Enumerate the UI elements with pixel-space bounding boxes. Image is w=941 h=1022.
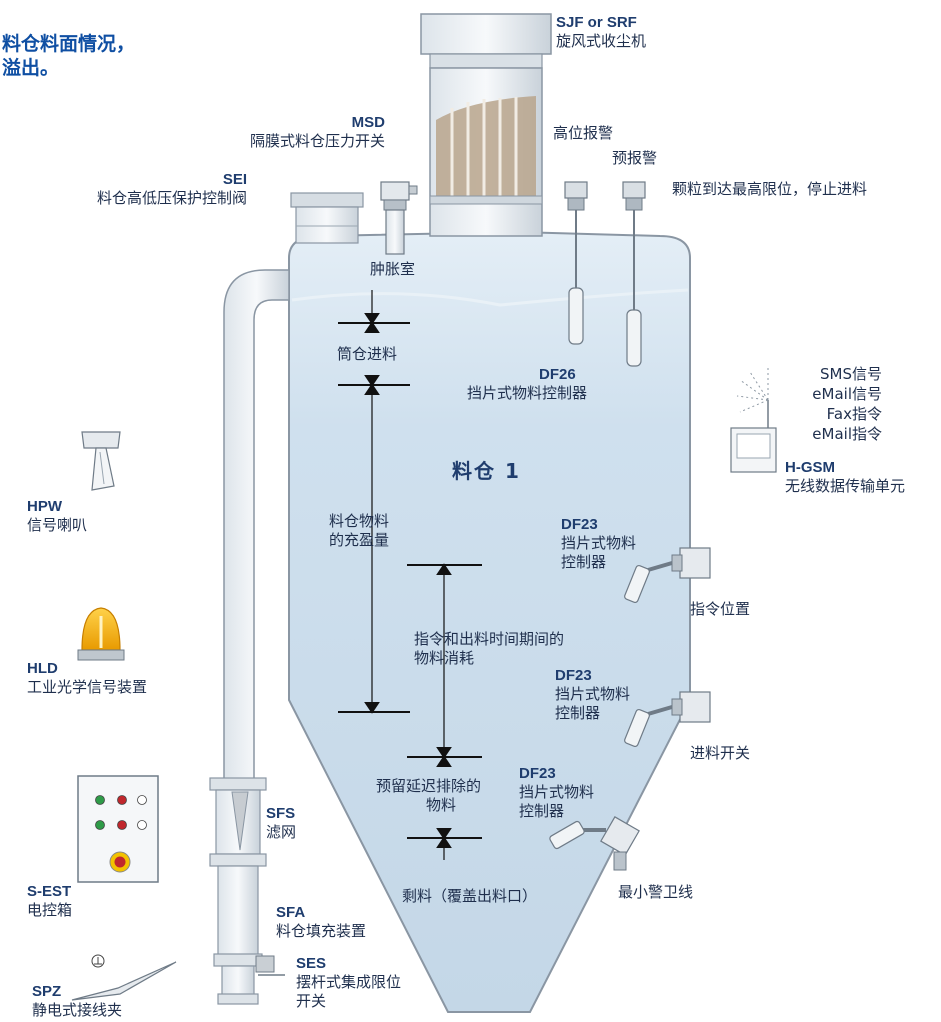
sei-name: 料仓高低压保护控制阀 (97, 189, 248, 207)
sei-valve (290, 192, 364, 244)
signal-email: eMail信号 (812, 385, 882, 403)
material-surface (291, 288, 689, 307)
sei-code: SEI (222, 171, 248, 188)
df23-min-label: DF23 挡片式物料 控制器 (519, 764, 594, 821)
hld-name: 工业光学信号装置 (27, 678, 148, 696)
df23-command-name-1: 挡片式物料 (561, 534, 637, 552)
hgsm-name: 无线数据传输单元 (785, 477, 906, 495)
hld-beacon (77, 607, 125, 661)
reserve-zone-label: 预留延迟排除的 物料 (376, 777, 481, 815)
df23-min-name-2: 控制器 (519, 802, 565, 820)
sest-control-box (77, 775, 159, 883)
page-title: 料仓料面情况， 溢出。 (2, 32, 135, 80)
signal-fax: Fax指令 (826, 405, 882, 423)
consumption-line-2: 物料消耗 (414, 649, 475, 667)
spz-label: SPZ 静电式接线夹 (32, 982, 122, 1020)
msd-switch (380, 181, 418, 255)
high-alarm-label: 高位报警 (553, 124, 614, 142)
sest-label: S-EST 电控箱 (27, 882, 72, 920)
df23-command-code: DF23 (561, 516, 598, 533)
msd-name: 隔膜式料仓压力开关 (250, 132, 386, 150)
ses-name-1: 摆杆式集成限位 (296, 973, 402, 991)
hpw-horn (81, 431, 121, 491)
hpw-name: 信号喇叭 (27, 516, 88, 534)
df26-code: DF26 (539, 366, 576, 383)
msd-label: MSD 隔膜式料仓压力开关 (250, 113, 385, 151)
sfa-label: SFA 料仓填充装置 (276, 903, 366, 941)
cyclone-collector (420, 13, 552, 237)
df23-min-code: DF23 (519, 765, 556, 782)
silo-body (288, 230, 691, 1013)
hpw-label: HPW 信号喇叭 (27, 497, 87, 535)
hgsm-device (730, 368, 777, 473)
sjf-name: 旋风式收尘机 (556, 32, 647, 50)
title-line-2: 溢出。 (2, 57, 60, 79)
hgsm-code: H-GSM (785, 459, 835, 476)
level-markers (338, 290, 482, 860)
df23-feed-name-2: 控制器 (555, 704, 601, 722)
df26-pre-alarm (622, 181, 646, 367)
min-guard-label: 最小警卫线 (618, 883, 694, 901)
df26-high-alarm (564, 181, 588, 345)
ses-code: SES (296, 955, 327, 972)
sest-name: 电控箱 (27, 901, 73, 919)
df23-feed-label: DF23 挡片式物料 控制器 (555, 666, 630, 723)
ses-label: SES 摆杆式集成限位 开关 (296, 954, 401, 1011)
df23-feed-code: DF23 (555, 667, 592, 684)
df23-command-device (624, 547, 711, 604)
consumption-zone-label: 指令和出料时间期间的 物料消耗 (414, 630, 564, 668)
consumption-line-1: 指令和出料时间期间的 (414, 630, 565, 648)
hld-code: HLD (27, 660, 58, 677)
spz-clamp (71, 954, 177, 1001)
sfs-label: SFS 滤网 (266, 804, 296, 842)
spz-code: SPZ (32, 983, 62, 1000)
hgsm-label: H-GSM 无线数据传输单元 (785, 458, 905, 496)
expansion-chamber-label: 肿胀室 (370, 260, 416, 278)
silo-name: 料仓 1 (452, 459, 521, 483)
sfa-name: 料仓填充装置 (276, 922, 367, 940)
df26-label: DF26 挡片式物料控制器 (467, 365, 587, 403)
pre-alarm-note: 颗粒到达最高限位，停止进料 (672, 180, 868, 198)
capacity-line-2: 的充盈量 (329, 531, 390, 549)
df23-command-label: DF23 挡片式物料 控制器 (561, 515, 636, 572)
df26-name: 挡片式物料控制器 (467, 384, 588, 402)
command-position-label: 指令位置 (690, 600, 751, 618)
signal-email-cmd: eMail指令 (812, 425, 882, 443)
spz-name: 静电式接线夹 (32, 1001, 123, 1019)
sjf-code: SJF or SRF (556, 14, 637, 31)
signal-sms: SMS信号 (820, 365, 882, 383)
capacity-line-1: 料仓物料 (329, 512, 390, 530)
residual-zone-label: 剩料（覆盖出料口） (402, 887, 538, 905)
df23-feed-name-1: 挡片式物料 (555, 685, 631, 703)
msd-code: MSD (351, 114, 386, 131)
sfs-code: SFS (266, 805, 296, 822)
fill-zone-label: 筒仓进料 (337, 345, 398, 363)
feed-switch-label: 进料开关 (690, 744, 751, 762)
df23-command-name-2: 控制器 (561, 553, 607, 571)
sfa-ses-unit (213, 865, 285, 1005)
df23-feed-device (624, 691, 711, 748)
sei-label: SEI 料仓高低压保护控制阀 (97, 170, 247, 208)
sfs-filter (209, 777, 267, 867)
sest-code: S-EST (27, 883, 72, 900)
hgsm-signals: SMS信号 eMail信号 Fax指令 eMail指令 (762, 364, 882, 444)
sfa-code: SFA (276, 904, 306, 921)
title-line-1: 料仓料面情况， (2, 33, 136, 55)
pre-alarm-label: 预报警 (612, 149, 658, 167)
reserve-line-2: 物料 (426, 796, 457, 814)
capacity-zone-label: 料仓物料 的充盈量 (329, 512, 389, 550)
sjf-label: SJF or SRF 旋风式收尘机 (556, 13, 646, 51)
ses-name-2: 开关 (296, 992, 327, 1010)
df23-min-name-1: 挡片式物料 (519, 783, 595, 801)
hpw-code: HPW (27, 498, 62, 515)
hld-label: HLD 工业光学信号装置 (27, 659, 147, 697)
sfs-name: 滤网 (266, 823, 297, 841)
reserve-line-1: 预留延迟排除的 (376, 777, 482, 795)
df23-min-device (549, 816, 640, 871)
